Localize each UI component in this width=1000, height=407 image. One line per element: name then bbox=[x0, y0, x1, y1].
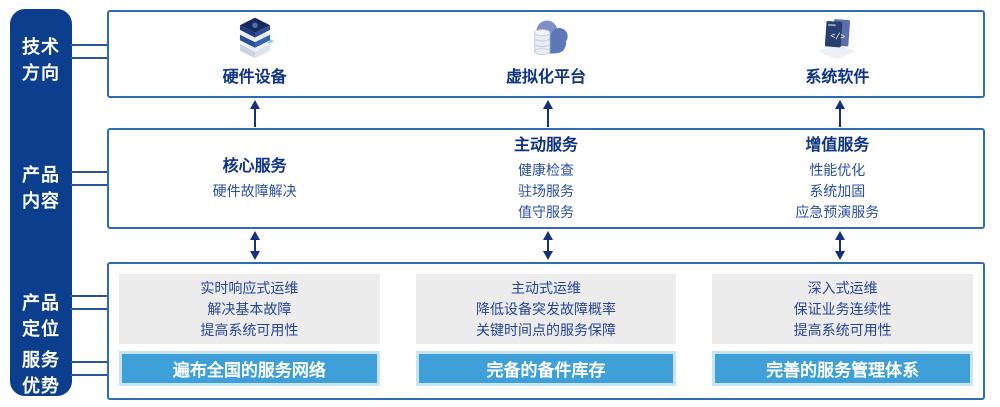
tech-item-label: 硬件设备 bbox=[222, 69, 287, 86]
double-arrow-icon bbox=[543, 231, 553, 260]
sidebar-label-line: 服务 bbox=[22, 350, 60, 370]
tech-item-label: 系统软件 bbox=[805, 69, 870, 86]
sidebar-item-tech-direction: 技术 方向 bbox=[10, 34, 72, 86]
software-window-icon: </> bbox=[818, 19, 857, 60]
positioning-line: 降低设备突发故障概率 bbox=[476, 300, 616, 317]
positioning-panel-box: 主动式运维 降低设备突发故障概率 关键时间点的服务保障 bbox=[415, 274, 677, 345]
up-arrow-icon bbox=[543, 100, 553, 127]
tech-item-label: 虚拟化平台 bbox=[505, 69, 586, 86]
positioning-line: 关键时间点的服务保障 bbox=[476, 321, 616, 338]
svg-text:</>: </> bbox=[830, 30, 846, 41]
tech-direction-panel: 硬件设备 虚拟化平台 bbox=[107, 10, 985, 98]
content-item: 性能优化 bbox=[809, 161, 866, 178]
content-title: 增值服务 bbox=[805, 136, 870, 154]
content-item: 健康检查 bbox=[517, 161, 574, 178]
content-item: 驻场服务 bbox=[517, 182, 574, 199]
sidebar-label-line: 技术 bbox=[22, 37, 60, 57]
content-item: 应急预演服务 bbox=[795, 203, 880, 220]
positioning-line: 实时响应式运维 bbox=[200, 279, 299, 296]
connector-line bbox=[70, 374, 108, 376]
sidebar-label-line: 内容 bbox=[22, 191, 60, 211]
content-col-active-service: 主动服务 健康检查 驻场服务 值守服务 bbox=[400, 130, 691, 227]
tech-item-virtualization: 虚拟化平台 bbox=[400, 12, 691, 96]
sidebar-label-line: 定位 bbox=[22, 319, 60, 339]
sidebar-label-line: 优势 bbox=[22, 376, 60, 396]
double-arrow-icon bbox=[835, 231, 845, 260]
position-col-proactive: 主动式运维 降低设备突发故障概率 关键时间点的服务保障 完备的备件库存 bbox=[407, 264, 686, 398]
sidebar-item-service-advantage: 服务 优势 bbox=[10, 347, 72, 399]
position-col-realtime: 实时响应式运维 解决基本故障 提高系统可用性 遍布全国的服务网络 bbox=[110, 264, 389, 398]
content-col-value-added-service: 增值服务 性能优化 系统加固 应急预演服务 bbox=[692, 130, 983, 227]
tech-item-system-software: </> 系统软件 bbox=[692, 12, 983, 96]
cloud-database-icon bbox=[534, 20, 568, 56]
content-item: 值守服务 bbox=[517, 203, 574, 220]
connector-line bbox=[70, 171, 108, 173]
position-col-deep: 深入式运维 保证业务连续性 提高系统可用性 完善的服务管理体系 bbox=[703, 264, 982, 398]
connector-line bbox=[70, 295, 108, 297]
double-arrow-icon bbox=[250, 231, 260, 260]
sidebar-item-product-positioning: 产品 定位 bbox=[10, 290, 72, 342]
advantage-bar: 完善的服务管理体系 bbox=[712, 351, 974, 386]
content-title: 核心服务 bbox=[222, 157, 287, 175]
up-arrow-icon bbox=[250, 100, 260, 127]
positioning-line: 保证业务连续性 bbox=[793, 300, 892, 317]
connector-line bbox=[70, 361, 108, 363]
positioning-line: 深入式运维 bbox=[807, 279, 878, 296]
positioning-line: 提高系统可用性 bbox=[793, 321, 892, 338]
content-col-core-service: 核心服务 硬件故障解决 bbox=[109, 130, 400, 227]
sidebar-label-line: 产品 bbox=[22, 165, 60, 185]
sidebar-label-line: 方向 bbox=[22, 63, 60, 83]
advantage-bar: 遍布全国的服务网络 bbox=[119, 351, 380, 386]
positioning-panel-box: 实时响应式运维 解决基本故障 提高系统可用性 bbox=[119, 274, 380, 345]
connector-line bbox=[70, 308, 108, 310]
positioning-line: 主动式运维 bbox=[511, 279, 581, 296]
positioning-line: 提高系统可用性 bbox=[200, 321, 299, 338]
positioning-panel-box: 深入式运维 保证业务连续性 提高系统可用性 bbox=[712, 274, 974, 345]
up-arrow-icon bbox=[835, 100, 845, 127]
content-item: 系统加固 bbox=[809, 182, 866, 199]
connector-line bbox=[70, 57, 108, 59]
positioning-line: 解决基本故障 bbox=[207, 300, 292, 317]
content-title: 主动服务 bbox=[513, 136, 578, 154]
product-content-panel: 核心服务 硬件故障解决 主动服务 健康检查 驻场服务 值守服务 增值服务 性能优… bbox=[107, 128, 985, 229]
tech-item-hardware: 硬件设备 bbox=[109, 12, 400, 96]
advantage-bar: 完备的备件库存 bbox=[415, 351, 677, 386]
connector-line bbox=[70, 184, 108, 186]
connector-line bbox=[70, 44, 108, 46]
sidebar-label-line: 产品 bbox=[22, 293, 60, 313]
category-sidebar: 技术 方向 产品 内容 产品 定位 服务 优势 bbox=[10, 9, 72, 396]
sidebar-item-product-content: 产品 内容 bbox=[10, 162, 72, 214]
product-positioning-panel: 实时响应式运维 解决基本故障 提高系统可用性 遍布全国的服务网络 主动式运维 降… bbox=[107, 262, 985, 400]
content-item: 硬件故障解决 bbox=[212, 182, 297, 199]
server-stack-icon bbox=[239, 17, 274, 59]
